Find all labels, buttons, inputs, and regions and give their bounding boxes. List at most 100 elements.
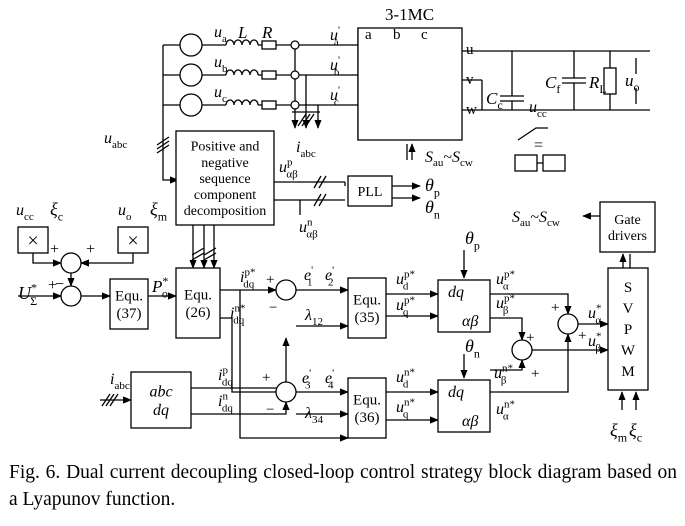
ualpha-n-label: un*α xyxy=(496,398,515,422)
sign: + xyxy=(48,277,57,294)
svpwm-letter: S xyxy=(624,280,632,296)
bus-tick xyxy=(313,175,322,189)
dq-label: dq xyxy=(448,384,464,401)
pll-block-label: PLL xyxy=(358,185,383,200)
current-sensor xyxy=(290,100,300,110)
ubeta-ref-label: u*β xyxy=(588,330,602,354)
equ37-block xyxy=(109,278,149,330)
bus-tick xyxy=(318,193,327,207)
cc-label: Cc xyxy=(486,89,503,112)
i-abc-in-label: iabc xyxy=(110,371,130,392)
bus-tick xyxy=(305,113,315,127)
bus-tick xyxy=(101,393,111,407)
summing-junction-neg xyxy=(275,381,297,403)
bus-tick xyxy=(297,113,307,127)
dq-label: dq xyxy=(448,284,464,301)
gate-drivers-block xyxy=(599,201,656,253)
sequence-decomposition-block-label: component xyxy=(194,188,256,203)
resistor-b xyxy=(261,70,277,80)
idq-p-feedback xyxy=(191,337,290,389)
matrix-row-label: u xyxy=(466,42,474,58)
idq-p-ref-label: ip*dq xyxy=(240,266,255,290)
summing-junction-voltage xyxy=(60,285,82,307)
xi-m-bottom-label: ξm xyxy=(610,420,628,444)
rl-label: RL xyxy=(588,73,607,96)
pos-ref-feed xyxy=(239,290,349,442)
uo-label: uo xyxy=(625,71,640,94)
equ37-block-label: Equ. xyxy=(115,289,143,305)
limiter-ucc-label: × xyxy=(27,230,38,252)
inductor-b xyxy=(225,69,259,76)
uo-ref-label: uo xyxy=(118,202,132,223)
inductor-a xyxy=(225,39,259,46)
matrix-row-label: w xyxy=(466,102,477,118)
equ26-block-label: (26) xyxy=(186,305,211,321)
e1-label: e'1 xyxy=(304,264,313,288)
resistor-a xyxy=(261,40,277,50)
abc-dq-block-label: dq xyxy=(153,402,169,419)
sign: + xyxy=(551,300,559,316)
summing-junction-beta xyxy=(511,339,533,361)
ucc-ref-label: ucc xyxy=(16,202,34,223)
svpwm-letter: P xyxy=(624,322,632,338)
gate-drivers-block-label: drivers xyxy=(608,229,647,244)
u-abc-label: uabc xyxy=(104,130,127,151)
igbt-right xyxy=(542,154,566,172)
source-voltage-label: ua xyxy=(214,24,227,45)
sequence-decomposition-block-label: Positive and xyxy=(191,140,260,155)
source-voltage-label: uc xyxy=(214,84,227,105)
sequence-decomposition-block xyxy=(175,130,275,226)
converter-input-label: u'b xyxy=(330,54,340,78)
xi-c-label: ξc xyxy=(50,199,63,223)
ubeta-n-label: un*β xyxy=(494,362,513,386)
e3-label: e'3 xyxy=(302,367,311,391)
ualpha-p-wire xyxy=(490,293,572,315)
converter-input-label: u'a xyxy=(330,24,340,48)
bus-tick xyxy=(156,140,170,150)
equ35-block xyxy=(347,277,387,339)
ab-label: αβ xyxy=(462,413,478,430)
equ36-block-label: Equ. xyxy=(353,393,381,409)
sign: − xyxy=(269,300,277,316)
resistor-c xyxy=(261,100,277,110)
ud-n-label: un*d xyxy=(396,366,415,390)
dq-ab-pos-block xyxy=(437,279,491,333)
igbt-left xyxy=(514,154,538,172)
idq-n-ref-label: in*dq xyxy=(230,302,245,326)
inductor-c xyxy=(225,99,259,106)
sign: + xyxy=(50,241,59,258)
sequence-decomposition-block-label: sequence xyxy=(199,172,250,187)
switch-icon xyxy=(517,127,548,141)
abc-dq-block-label: abc xyxy=(149,383,172,400)
u-abc-feed xyxy=(162,105,179,184)
sign: + xyxy=(86,241,95,258)
svpwm-block xyxy=(607,267,649,391)
bus-tick xyxy=(105,393,115,407)
sign: + xyxy=(578,328,586,344)
matrix-column-label: a xyxy=(365,27,372,43)
current-sensor xyxy=(290,70,300,80)
xi-c-bottom-label: ξc xyxy=(629,420,642,444)
ualpha-n-wire xyxy=(490,333,572,393)
bus-tick xyxy=(191,247,205,256)
cf-label: Cf xyxy=(545,73,560,96)
ac-source-c xyxy=(179,93,203,117)
e4-label: e'4 xyxy=(325,367,334,391)
ubeta-p-label: up*β xyxy=(496,292,515,316)
ualpha-ref-label: u*α xyxy=(588,302,602,326)
bus-tick xyxy=(318,175,327,189)
limiter-ucc xyxy=(17,226,49,254)
switch-signal-label: Sau~Scw xyxy=(425,149,473,169)
xi-m-label: ξm xyxy=(150,199,168,223)
uq-n-label: un*q xyxy=(396,396,415,420)
ubeta-n-wire xyxy=(490,359,526,371)
source-voltage-label: ub xyxy=(214,54,228,75)
e2-label: e'2 xyxy=(325,264,334,288)
theta-p-in-label: θp xyxy=(465,228,480,252)
uq-p-label: up*q xyxy=(396,294,415,318)
current-sensor xyxy=(290,40,300,50)
ab-label: αβ xyxy=(462,313,478,330)
sequence-decomposition-block-label: decomposition xyxy=(184,204,266,219)
